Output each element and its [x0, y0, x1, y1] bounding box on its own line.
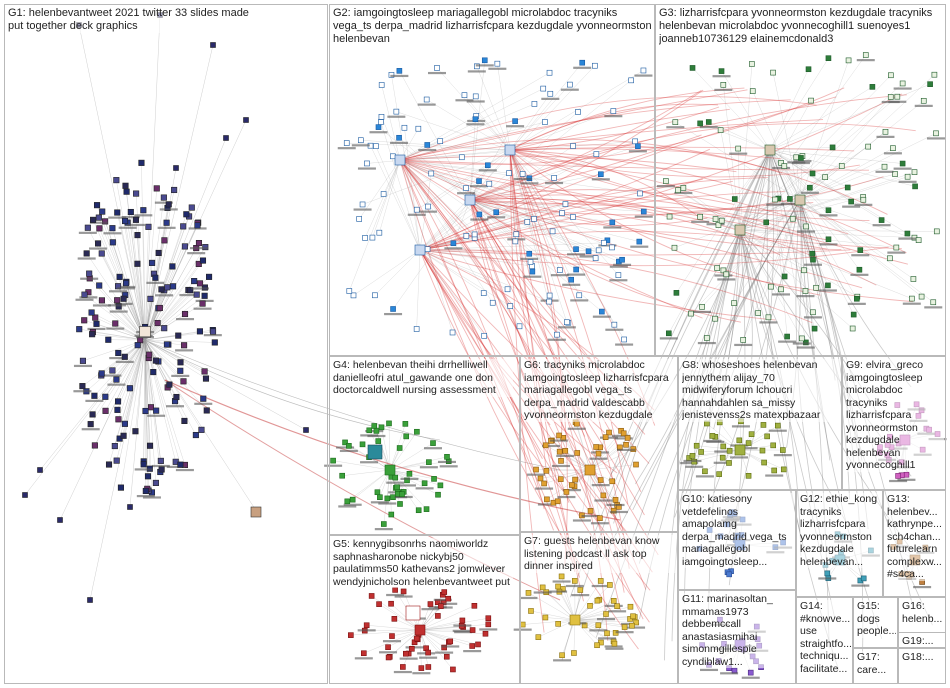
group-label-g12: G12: ethie_kong tracyniks lizharrisfcpar…: [800, 493, 881, 568]
group-label-g18: G18:...: [902, 651, 944, 664]
group-label-g9: G9: elvira_greco iamgoingtosleep microla…: [846, 359, 944, 472]
group-label-g11: G11: marinasoltan_ mmamas1973 debbemccal…: [682, 593, 794, 668]
group-label-g2: G2: iamgoingtosleep mariagallegobl micro…: [333, 7, 653, 46]
group-box-g1: [4, 4, 328, 684]
group-label-g7: G7: guests helenbevan know listening pod…: [524, 535, 676, 573]
group-box-g3: [655, 4, 946, 356]
group-label-g15: G15: dogs people...: [857, 600, 896, 638]
group-box-g2: [329, 4, 655, 356]
group-label-g4: G4: helenbevan theihi drrhelliwell danie…: [333, 359, 513, 397]
group-label-g10: G10: katiesony vetdefelinos amapolamg de…: [682, 493, 794, 568]
group-label-g6: G6: tracyniks microlabdoc iamgoingtoslee…: [524, 359, 674, 422]
group-label-g8: G8: whoseshoes helenbevan jennythem alij…: [682, 359, 840, 422]
group-label-g1: G1: helenbevantweet 2021 twitter 33 slid…: [8, 7, 258, 33]
group-label-g5: G5: kennygibsonrhs naomiworldz saphnasha…: [333, 538, 513, 588]
group-label-g13: G13: helenbev... kathrynpe... sch4chan..…: [887, 493, 944, 581]
group-label-g19: G19:...: [902, 635, 944, 646]
group-label-g14: G14: #knowve... use straightfo... techni…: [800, 600, 851, 675]
group-label-g3: G3: lizharrisfcpara yvonneormston kezdug…: [659, 7, 944, 46]
group-label-g17: G17: care...: [857, 651, 896, 676]
group-label-g16: G16: helenb...: [902, 600, 944, 625]
